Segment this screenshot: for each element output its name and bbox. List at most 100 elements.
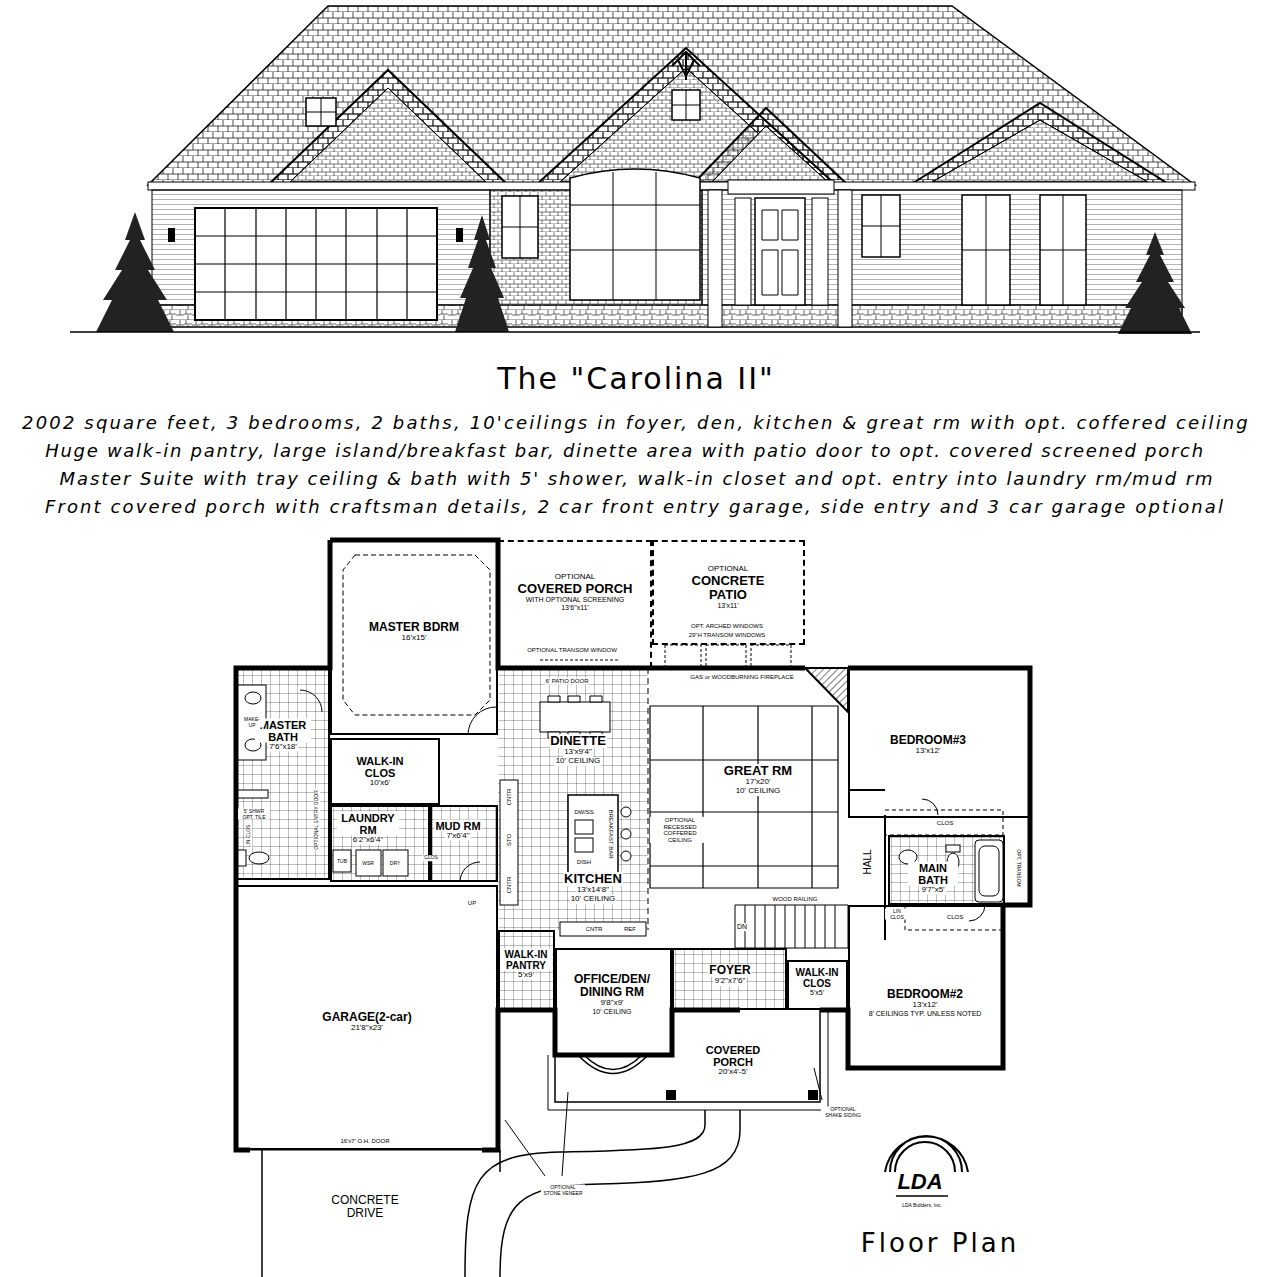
plan-fixtures-part xyxy=(540,702,610,732)
room-dimension: 13'x12' xyxy=(915,747,942,756)
house-elevation-part xyxy=(672,90,700,120)
front-porch-part xyxy=(578,1055,648,1074)
room-label: BEDROOM#213'x12'8' CEILINGS TYP. UNLESS … xyxy=(868,988,983,1018)
plan-fixtures-part xyxy=(575,820,593,834)
house-elevation-part xyxy=(306,98,336,126)
room-label: OFFICE/DEN/ DINING RM9'8"x9'10' CEILING xyxy=(562,973,662,1016)
plan-note: CONCRETE DRIVE xyxy=(319,1194,411,1220)
room-name: FOYER xyxy=(708,964,751,977)
plan-description: 2002 square feet, 3 bedrooms, 2 baths, 1… xyxy=(21,413,1251,433)
room-dimension: WITH OPTIONAL SCREENING xyxy=(525,596,626,604)
house-elevation-part xyxy=(1118,232,1192,334)
room-name: BEDROOM#2 xyxy=(886,988,964,1001)
room-dimension: 17'x20' xyxy=(745,778,772,787)
room-dimension: 5'x9' xyxy=(517,971,535,980)
plan-note: LDA Builders, Inc. xyxy=(901,1203,943,1209)
optional-windows-part xyxy=(751,645,791,668)
plan-fixtures-part xyxy=(621,807,631,817)
plan-note: GAS or WOODBURNING FIREPLACE xyxy=(689,674,794,681)
plan-note: CNTR xyxy=(506,876,513,895)
plan-fixtures-part xyxy=(560,922,646,936)
house-elevation-part xyxy=(932,120,1148,182)
house-elevation-part xyxy=(455,215,509,332)
room-box: KITCHEN13'x14'8"10' CEILING xyxy=(498,778,648,930)
house-elevation-part xyxy=(195,208,437,320)
plan-note: DW/SS xyxy=(573,809,595,816)
house-elevation-part xyxy=(570,169,700,300)
plan-description: Master Suite with tray ceiling & bath wi… xyxy=(59,469,1216,489)
house-elevation-part xyxy=(290,88,486,182)
room-box: MAIN BATH9'7"x5' xyxy=(888,835,1005,905)
plan-fixtures-part xyxy=(249,852,269,864)
room-label: WALK-IN PANTRY5'x9' xyxy=(500,949,552,980)
house-elevation xyxy=(70,6,1200,334)
plan-note: Floor Plan xyxy=(860,1229,1020,1258)
plan-fixtures-part xyxy=(238,685,266,760)
tray-ceiling-part xyxy=(343,555,490,715)
plan-fixtures-part xyxy=(500,780,518,905)
plan-fixtures-part xyxy=(548,696,602,738)
room-box: WALK-IN PANTRY5'x9' xyxy=(498,930,555,1010)
plan-note: BREAKFAST BAR xyxy=(608,808,615,859)
walkway-drive-part xyxy=(500,1110,740,1277)
house-elevation-part xyxy=(502,196,538,258)
house-elevation-part xyxy=(692,108,848,185)
coffered-ceiling-part xyxy=(650,706,838,888)
room-box: COVERED PORCH20'x4'-5' xyxy=(672,1010,820,1090)
front-porch xyxy=(548,1010,828,1110)
tray-ceiling xyxy=(343,555,490,715)
plan-note: REF xyxy=(623,926,637,933)
plan-note: 5' SHWR OPT. TILE xyxy=(238,809,270,820)
house-elevation-part xyxy=(762,210,798,295)
walkway-drive xyxy=(262,1110,740,1277)
plan-description: Huge walk-in pantry, large island/breakf… xyxy=(44,441,1206,461)
room-dimension: 13'x14'8" xyxy=(576,886,610,895)
plan-note: OPTIONAL TRANSOM WINDOW xyxy=(526,647,618,654)
room-name: COVERED PORCH xyxy=(698,1044,768,1068)
room-name: OFFICE/DEN/ DINING RM xyxy=(562,973,662,999)
house-elevation-part xyxy=(306,98,336,126)
room-label: BEDROOM#313'x12' xyxy=(889,734,967,756)
room-label: WALK-IN CLOS10'x6' xyxy=(349,755,411,788)
plan-note: LIN CLOS xyxy=(246,824,252,849)
house-elevation-part xyxy=(728,180,834,194)
house-elevation-part xyxy=(708,190,722,327)
house-elevation-part xyxy=(456,228,463,242)
plan-note: OPT. ARCHED WINDOWS xyxy=(690,623,764,630)
room-name: WALK-IN CLOS xyxy=(789,967,845,989)
house-elevation-part xyxy=(712,126,828,182)
plan-walls-part xyxy=(236,540,1030,1150)
room-dimension: 10' CEILING xyxy=(735,787,782,796)
floor-finish xyxy=(238,668,1005,1010)
room-box: LAUNDRY RM6'2"x6'4" xyxy=(330,805,430,882)
room-dimension: 10' CEILING xyxy=(570,895,617,904)
optional-windows-part xyxy=(665,645,701,668)
room-label: OPTIONALCOVERED PORCHWITH OPTIONAL SCREE… xyxy=(517,573,634,611)
room-dimension: 10' CEILING xyxy=(555,757,602,766)
room-dimension: 7'6"x18' xyxy=(268,743,298,752)
room-label: WALK-IN CLOS5'x5' xyxy=(789,967,845,997)
plan-note: OPTIONAL SHAKE SIDING xyxy=(821,1107,865,1118)
room-dimension: 6'2"x6'4" xyxy=(352,836,385,845)
house-elevation-part xyxy=(268,70,508,185)
house-elevation-part xyxy=(838,190,852,327)
plan-note: 6' PATIO DOOR xyxy=(545,678,590,685)
coffered-ceiling xyxy=(648,668,838,930)
plan-note: OPTIONAL STONE VENEER xyxy=(541,1185,585,1196)
room-dimension: 9'2"x7'6" xyxy=(714,977,747,986)
plan-note: 29"H TRANSOM WINDOWS xyxy=(688,632,767,639)
plan-fixtures-part xyxy=(383,850,408,876)
room-box: MASTER BDRM16'x15' xyxy=(330,540,498,735)
room-label: GREAT RM17'x20'10' CEILING xyxy=(723,764,793,796)
room-dimension: 5'x5' xyxy=(809,989,825,997)
front-porch-part xyxy=(548,1010,828,1110)
house-elevation-part xyxy=(862,195,900,257)
leader-line xyxy=(505,1068,822,1176)
house-elevation-part xyxy=(932,120,1148,182)
room-name: OPTIONAL xyxy=(707,565,749,574)
plan-fixtures-part xyxy=(946,845,960,852)
plan-title: The "Carolina II" xyxy=(497,362,775,395)
room-label: FOYER9'2"x7'6" xyxy=(708,964,751,986)
optional-windows-part xyxy=(540,660,620,661)
